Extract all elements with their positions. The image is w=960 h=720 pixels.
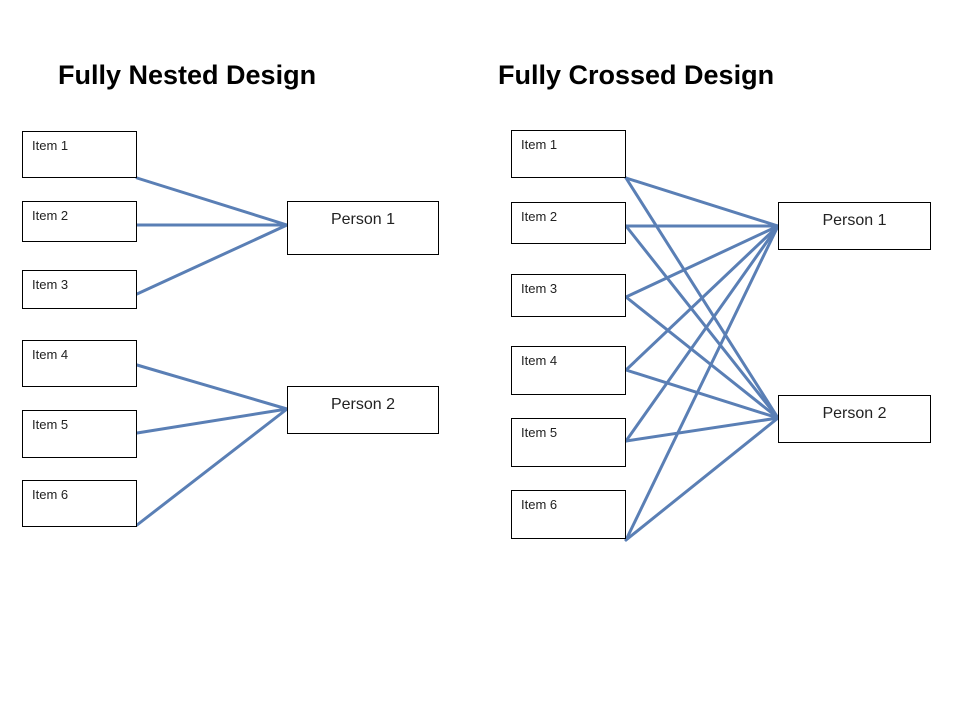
crossed-item-box: Item 2 bbox=[511, 202, 626, 244]
nested-item-box: Item 3 bbox=[22, 270, 137, 309]
crossed-design-title: Fully Crossed Design bbox=[498, 60, 775, 90]
crossed-connector-line bbox=[624, 368, 780, 420]
crossed-connector-line bbox=[624, 224, 780, 299]
nested-connector-line bbox=[135, 176, 289, 227]
nested-connector-line bbox=[135, 407, 289, 527]
crossed-person-box: Person 1 bbox=[778, 202, 931, 250]
crossed-item-box: Item 1 bbox=[511, 130, 626, 178]
nested-design-title: Fully Nested Design bbox=[58, 60, 317, 90]
nested-item-box: Item 5 bbox=[22, 410, 137, 458]
crossed-connector-line bbox=[624, 224, 780, 443]
nested-item-box: Item 6 bbox=[22, 480, 137, 527]
crossed-connector-line bbox=[624, 416, 780, 542]
nested-connector-line bbox=[135, 363, 289, 411]
nested-connector-line bbox=[135, 223, 289, 296]
crossed-connector-line bbox=[624, 224, 780, 420]
crossed-connector-line bbox=[624, 224, 780, 542]
crossed-item-box: Item 3 bbox=[511, 274, 626, 317]
nested-item-box: Item 1 bbox=[22, 131, 137, 178]
nested-person-box: Person 2 bbox=[287, 386, 439, 434]
crossed-item-box: Item 6 bbox=[511, 490, 626, 539]
nested-item-box: Item 2 bbox=[22, 201, 137, 242]
crossed-item-box: Item 5 bbox=[511, 418, 626, 467]
crossed-connector-line bbox=[624, 224, 780, 372]
crossed-connector-line bbox=[624, 416, 780, 443]
crossed-connector-line bbox=[624, 295, 780, 420]
nested-connector-line bbox=[135, 407, 289, 435]
crossed-item-box: Item 4 bbox=[511, 346, 626, 395]
crossed-connector-line bbox=[624, 176, 780, 420]
nested-person-box: Person 1 bbox=[287, 201, 439, 255]
crossed-connector-line bbox=[624, 176, 780, 228]
crossed-person-box: Person 2 bbox=[778, 395, 931, 443]
nested-item-box: Item 4 bbox=[22, 340, 137, 387]
